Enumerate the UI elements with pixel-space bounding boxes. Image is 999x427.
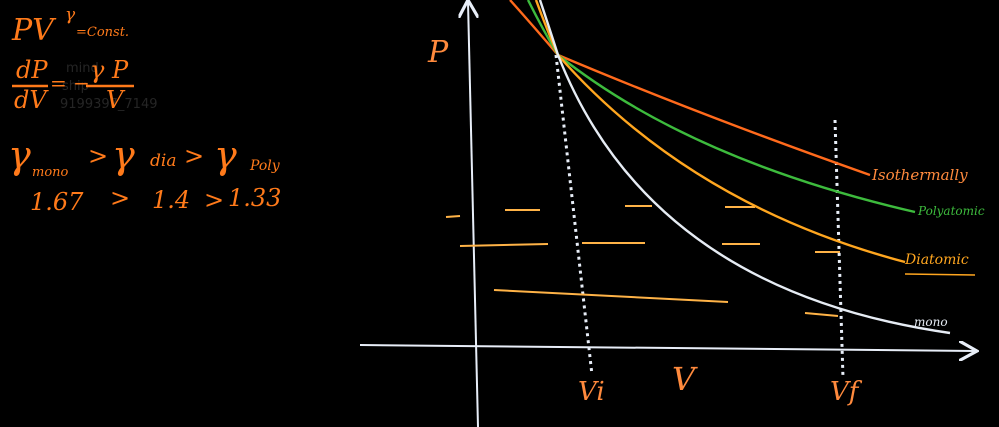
mono-curve [538, 0, 951, 335]
diatomic-curve [534, 0, 906, 264]
gamma-mono-symbol: γ [8, 133, 31, 177]
eq2-den-rhs: V [106, 86, 126, 114]
vi-label: Vi [578, 377, 605, 407]
watermark-line-1: mind [66, 61, 99, 76]
gt-4: > [204, 186, 224, 214]
pv-graph: P V Vi Vf Isothermally Polyatomic Diatom… [359, 0, 985, 427]
eq1-main: PV [11, 13, 57, 48]
hatch-dash [804, 312, 839, 317]
gamma-poly-symbol: γ [214, 133, 237, 177]
watermark-line-3: 9199397_7149 [60, 97, 157, 112]
polyatomic-curve [526, 0, 916, 214]
hatch-dash [459, 243, 549, 247]
vi-dotted-line [554, 54, 594, 376]
hatch-dashes [445, 205, 840, 317]
v-axis [359, 345, 975, 351]
gt-2: > [184, 142, 204, 170]
vf-label: Vf [830, 377, 863, 407]
eq1-exponent: γ [65, 5, 76, 25]
watermark-line-2: ship [62, 79, 89, 94]
hatch-dash [493, 289, 729, 303]
gt-1: > [88, 142, 108, 170]
gt-3: > [110, 184, 130, 212]
value-dia: 1.4 [152, 186, 190, 214]
gamma-dia-symbol: γ [112, 133, 135, 177]
mono-label: mono [914, 315, 948, 329]
diatomic-underline [904, 273, 976, 276]
p-axis [468, 2, 479, 427]
value-poly: 1.33 [228, 184, 281, 212]
polyatomic-label: Polyatomic [917, 204, 985, 218]
eq2-num-lhs: dP [16, 56, 48, 84]
eq2-den-lhs: dV [14, 86, 49, 114]
gamma-dia-subscript: dia [150, 151, 176, 171]
hatch-dash [445, 215, 461, 218]
watermark: mind ship 9199397_7149 [60, 61, 157, 112]
isothermal-curve [509, 0, 871, 177]
eq2-num-rhs: γ P [90, 56, 129, 84]
eq2-equals: = − [50, 71, 90, 95]
value-mono: 1.67 [30, 188, 84, 216]
vf-dotted-line [833, 119, 845, 379]
gamma-mono-subscript: mono [32, 165, 69, 180]
diatomic-label: Diatomic [904, 252, 969, 268]
formula-notes: PV γ =Const. dP dV = − γ P V γ mono > γ … [8, 5, 281, 216]
gamma-poly-subscript: Poly [249, 158, 281, 174]
isothermal-label: Isothermally [871, 166, 968, 184]
eq1-rhs: =Const. [76, 25, 129, 40]
v-axis-label: V [672, 360, 698, 398]
p-axis-label: P [427, 35, 449, 70]
